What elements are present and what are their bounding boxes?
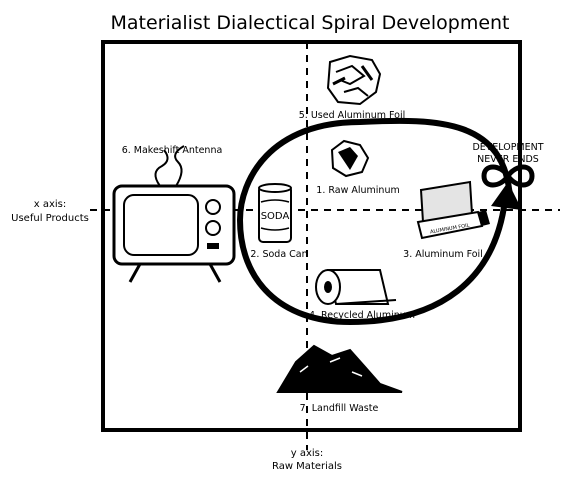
stage-label-recycled-aluminum: 4. Recycled Aluminum bbox=[309, 310, 415, 321]
crumpled-foil-icon bbox=[326, 54, 382, 106]
note-line2: NEVER ENDS bbox=[477, 154, 539, 165]
stage-label-landfill-waste: 7. Landfill Waste bbox=[300, 403, 379, 414]
aluminum-roll-icon bbox=[315, 269, 397, 305]
soda-can-icon: SODA bbox=[258, 183, 292, 243]
y-axis-label-line1: y axis: bbox=[291, 448, 324, 459]
television-icon bbox=[112, 145, 236, 283]
note-line1: DEVELOPMENT bbox=[472, 142, 543, 153]
stage-label-soda-can: 2. Soda Can bbox=[250, 249, 307, 260]
raw-aluminum-icon bbox=[330, 139, 370, 178]
stage-label-makeshift-antenna: 6. Makeshift Antenna bbox=[122, 145, 223, 156]
stage-label-raw-aluminum: 1. Raw Aluminum bbox=[316, 185, 399, 196]
aluminum-foil-box-icon: ALUMINUM FOIL bbox=[416, 180, 490, 240]
diagram-title: Materialist Dialectical Spiral Developme… bbox=[110, 12, 509, 34]
diagram-frame bbox=[101, 40, 522, 432]
x-axis-label-line1: x axis: bbox=[34, 199, 67, 210]
soda-can-text: SODA bbox=[261, 211, 290, 222]
x-axis-label-line2: Useful Products bbox=[11, 213, 89, 224]
y-axis-label-line2: Raw Materials bbox=[272, 461, 342, 472]
spiral-arrowhead bbox=[491, 182, 522, 210]
landfill-pile-icon bbox=[276, 344, 403, 393]
stage-label-aluminum-foil: 3. Aluminum Foil bbox=[403, 249, 483, 260]
infinity-icon bbox=[481, 164, 535, 188]
stage-label-used-foil: 5. Used Aluminum Foil bbox=[299, 110, 405, 121]
spiral-arrow bbox=[236, 117, 513, 326]
